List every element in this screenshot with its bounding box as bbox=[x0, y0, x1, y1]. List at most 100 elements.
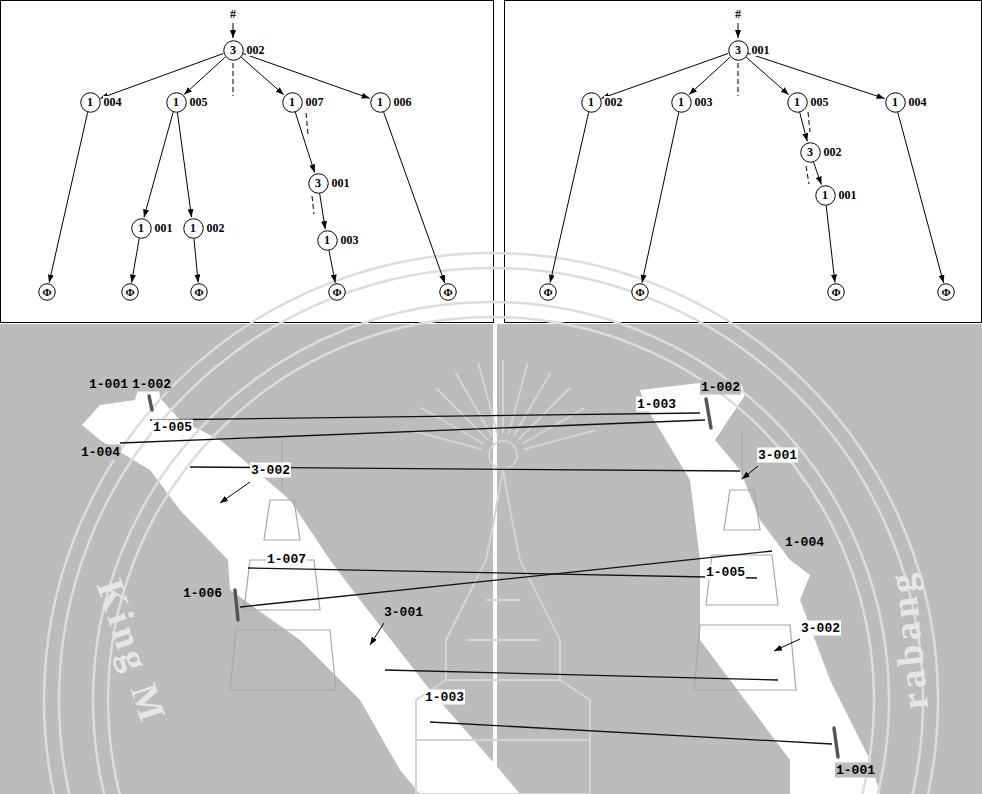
part-label: 1-007 bbox=[266, 552, 307, 567]
part-label: 1-004 bbox=[784, 535, 825, 550]
node-id: 007 bbox=[305, 96, 325, 108]
part-label: 3-002 bbox=[250, 463, 291, 478]
node-symbol: Φ bbox=[443, 287, 452, 298]
leaf-circle: Φ bbox=[631, 283, 649, 301]
watermark-text: King M bbox=[88, 574, 176, 730]
circle-shape bbox=[39, 284, 56, 301]
node-id: 001 bbox=[838, 189, 858, 201]
match-line bbox=[120, 420, 705, 443]
tree-node: 1007 bbox=[282, 92, 303, 113]
entry-mark: # bbox=[230, 7, 236, 22]
node-symbol: Φ bbox=[332, 287, 341, 298]
tree-node: 1001 bbox=[131, 218, 152, 239]
part-label: 1-005 bbox=[705, 565, 746, 580]
tree-edge bbox=[800, 112, 808, 141]
photo-divider bbox=[493, 324, 497, 794]
node-id: 005 bbox=[189, 96, 209, 108]
node-symbol: 1 bbox=[173, 96, 179, 108]
tree-node: 1002 bbox=[183, 218, 204, 239]
tree-edge bbox=[320, 193, 326, 229]
tree-edge bbox=[550, 112, 589, 282]
leaf-circle: Φ bbox=[439, 283, 457, 301]
tree-edge bbox=[132, 238, 140, 282]
node-id: 003 bbox=[694, 96, 714, 108]
leader-line bbox=[774, 639, 800, 651]
node-symbol: 1 bbox=[588, 96, 594, 108]
leader-line bbox=[742, 466, 758, 479]
entry-mark: # bbox=[735, 7, 741, 22]
seal-ring bbox=[44, 253, 938, 794]
node-symbol: Φ bbox=[543, 287, 552, 298]
node-id: 005 bbox=[810, 96, 830, 108]
circle-shape bbox=[938, 284, 955, 301]
part-label: 1-002 bbox=[131, 377, 172, 392]
circle-shape bbox=[728, 40, 748, 60]
tree-node: 3001 bbox=[728, 40, 749, 61]
node-symbol: 3 bbox=[735, 44, 741, 56]
circle-shape bbox=[632, 284, 649, 301]
tree-edge bbox=[243, 54, 370, 99]
leaf-circle: Φ bbox=[937, 283, 955, 301]
tree-edge bbox=[194, 238, 198, 282]
node-id: 006 bbox=[393, 96, 413, 108]
circle-shape bbox=[166, 92, 186, 112]
tree-edge bbox=[384, 112, 445, 283]
circle-shape bbox=[122, 284, 139, 301]
leaf-circle: Φ bbox=[539, 283, 557, 301]
node-symbol: 1 bbox=[892, 96, 898, 108]
tree-edge bbox=[49, 112, 88, 282]
tree-node: 3002 bbox=[800, 142, 821, 163]
leader-line bbox=[370, 623, 384, 645]
part-label: 1-001 bbox=[835, 763, 876, 778]
node-symbol: 1 bbox=[190, 222, 196, 234]
entry-arrow bbox=[233, 23, 234, 38]
circle-shape bbox=[131, 218, 151, 238]
dashed-guide bbox=[806, 166, 809, 184]
match-line bbox=[385, 670, 778, 680]
node-symbol: Φ bbox=[194, 287, 203, 298]
tree-edge bbox=[826, 205, 835, 282]
tree-node: 1003 bbox=[671, 92, 692, 113]
seal-pagoda-tiers bbox=[416, 600, 590, 740]
part-label: 1-001 bbox=[88, 377, 129, 392]
circle-shape bbox=[440, 284, 457, 301]
circle-shape bbox=[223, 40, 243, 60]
tree-node: 1004 bbox=[885, 92, 906, 113]
entry-arrow bbox=[738, 23, 739, 38]
leaf-circle: Φ bbox=[38, 283, 56, 301]
circle-shape bbox=[815, 185, 835, 205]
part-label: 1-003 bbox=[636, 397, 677, 412]
node-symbol: 3 bbox=[807, 146, 813, 158]
node-symbol: 1 bbox=[794, 96, 800, 108]
seal-ring bbox=[108, 317, 874, 794]
node-symbol: 3 bbox=[230, 44, 236, 56]
edge-mark bbox=[149, 396, 152, 410]
building-silhouette bbox=[640, 380, 880, 794]
dashed-guide bbox=[306, 113, 308, 134]
tree-edge bbox=[177, 112, 191, 217]
tree-edge bbox=[746, 57, 789, 95]
tree-edge bbox=[898, 112, 944, 283]
tree-edge bbox=[144, 112, 173, 217]
node-symbol: 1 bbox=[678, 96, 684, 108]
tree-node: 1005 bbox=[787, 92, 808, 113]
node-symbol: 1 bbox=[377, 96, 383, 108]
node-id: 002 bbox=[206, 222, 226, 234]
circle-shape bbox=[282, 92, 302, 112]
photo-ground bbox=[0, 324, 982, 794]
seal-sun bbox=[489, 441, 517, 469]
part-label: 1-005 bbox=[152, 420, 193, 435]
dashed-guide bbox=[233, 63, 234, 96]
tree-node: 3001 bbox=[308, 173, 329, 194]
pagoda-drawing bbox=[694, 430, 796, 690]
node-symbol: Φ bbox=[42, 287, 51, 298]
match-line bbox=[248, 568, 757, 578]
circle-shape bbox=[885, 92, 905, 112]
node-id: 002 bbox=[604, 96, 624, 108]
tree-edge bbox=[642, 112, 679, 282]
leaf-circle: Φ bbox=[121, 283, 139, 301]
tree-node: 1001 bbox=[815, 185, 836, 206]
seal-ring bbox=[93, 302, 889, 794]
circle-shape bbox=[671, 92, 691, 112]
